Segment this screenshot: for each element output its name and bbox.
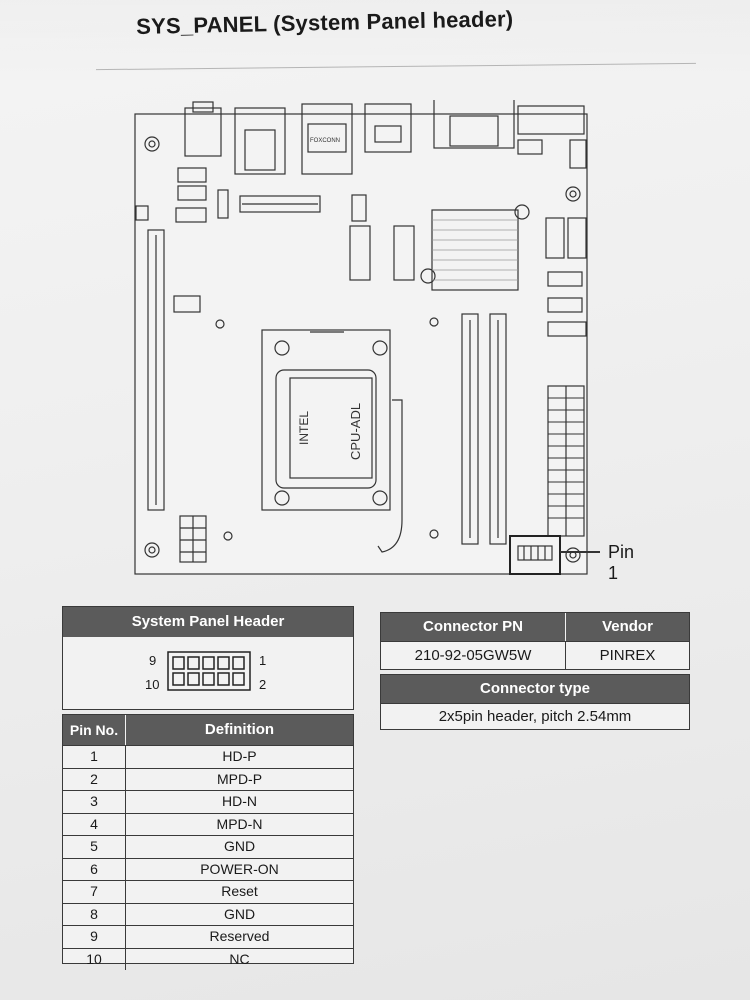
pin-definition-cell: MPD-N [216, 815, 263, 832]
table-row: 5 GND [63, 835, 353, 858]
pcie-slot [147, 229, 165, 511]
dimm-slot [461, 313, 479, 545]
pin-number-cell: 10 [63, 948, 126, 970]
m2-slot [393, 225, 415, 281]
dimm-slot [489, 313, 507, 545]
pin-definition-cell: HD-P [222, 748, 257, 764]
cpu-package [275, 369, 377, 489]
table-row: 6 POWER-ON [63, 857, 353, 880]
mount-hole [144, 542, 160, 558]
panel-header-title: System Panel Header [63, 607, 353, 637]
connector-pn-row: 210-92-05GW5W PINREX [381, 641, 689, 669]
vendor-value: PINREX [599, 647, 656, 664]
pin-definition-cell: MPD-P [216, 770, 263, 787]
m2-slot [349, 225, 371, 281]
cpu-socket [261, 329, 391, 511]
mount-hole [565, 547, 581, 563]
connector-pn-table: Connector PN Vendor 210-92-05GW5W PINREX [380, 612, 690, 670]
ribbon-connector [239, 195, 321, 213]
pin-definition-cell: GND [223, 905, 256, 922]
pin-definition-cell: Reserved [209, 928, 270, 944]
table-row: 2 MPD-P [63, 767, 353, 790]
panel-header-diagram: 9 1 10 2 [63, 637, 353, 709]
motherboard-diagram: FOXCONN [130, 89, 634, 583]
col-vendor: Vendor [566, 613, 689, 641]
pin1-label: Pin 1 [608, 542, 635, 583]
lan-brand: FOXCONN [310, 138, 340, 144]
audio-jack [184, 107, 222, 157]
pin-number-cell: 2 [63, 768, 126, 790]
connector-type-title: Connector type [381, 675, 689, 703]
pin-number-cell: 5 [63, 836, 126, 858]
table-row: 3 HD-N [63, 790, 353, 813]
mount-hole [144, 136, 160, 152]
sata-port [545, 217, 565, 259]
pin-number-cell: 3 [63, 791, 126, 813]
pin-number-cell: 4 [63, 813, 126, 835]
pin-definition-table: Pin No. Definition 1 HD-P 2 MPD-P 3 HD-N 4 MPD-… [62, 714, 354, 970]
table-row: 4 MPD-N [63, 812, 353, 835]
pin-definition-cell: GND [223, 838, 256, 854]
table-row: 10 NC [63, 947, 353, 970]
col-definition: Definition [126, 715, 353, 745]
pin-definition-cell: NC [229, 950, 250, 967]
cpu-label-intel: INTEL [297, 411, 311, 445]
sys-panel-header-pins [517, 545, 553, 561]
pin-label-10: 10 [145, 677, 160, 692]
pin-label-2: 2 [259, 677, 267, 692]
pin-number-cell: 7 [63, 881, 126, 903]
pin-number-cell: 1 [63, 746, 126, 768]
connector-pn-value: 210-92-05GW5W [381, 642, 566, 669]
connector-type-table: Connector type 2x5pin header, pitch 2.54… [380, 674, 690, 730]
pin-definition-cell: POWER-ON [200, 860, 279, 877]
board-outline [134, 113, 588, 575]
connector-pn-header: Connector PN Vendor [381, 613, 689, 641]
cpu-label-model: CPU-ADL [348, 403, 363, 460]
lan-port [301, 103, 353, 175]
col-connector-pn: Connector PN [381, 613, 566, 641]
panel-header-box: System Panel Header 9 1 10 2 [62, 606, 354, 710]
table-row: 1 HD-P [63, 745, 353, 768]
header-cluster [517, 105, 585, 135]
motherboard-svg: FOXCONN [134, 89, 606, 575]
pin-number-cell: 9 [63, 926, 126, 948]
pin-label-9: 9 [149, 653, 157, 668]
usb-stack [234, 107, 286, 175]
header-pin-graphic [167, 651, 251, 691]
col-pin-no: Pin No. [63, 715, 126, 745]
pin-number-cell: 6 [63, 858, 126, 880]
sata-port [567, 217, 587, 259]
table-row: 7 Reset [63, 880, 353, 903]
table-row: 9 Reserved [63, 925, 353, 948]
pin-definition-cell: HD-N [222, 793, 257, 809]
hdmi-port [364, 103, 412, 153]
connector-type-value: 2x5pin header, pitch 2.54mm [381, 703, 689, 729]
sys-panel-highlight [509, 535, 561, 575]
mount-hole [565, 186, 581, 202]
pin-definition-cell: Reset [221, 883, 258, 899]
pin-label-1: 1 [259, 653, 267, 668]
pin-number-cell: 8 [63, 903, 126, 925]
table-row: 8 GND [63, 902, 353, 925]
pin-table-header: Pin No. Definition [63, 715, 353, 745]
